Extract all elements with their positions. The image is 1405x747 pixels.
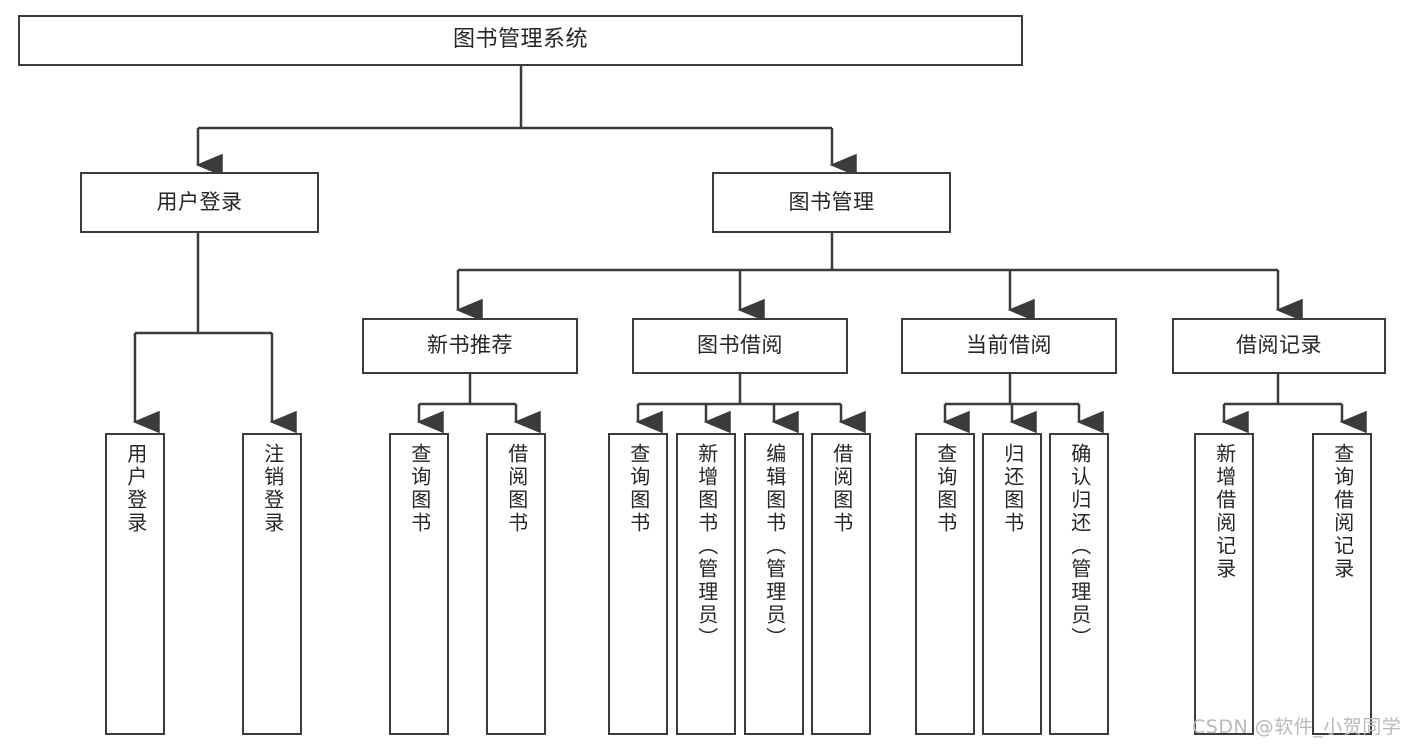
leaf-current-return-book[interactable]: 归还图书 [982, 433, 1042, 735]
node-new-book-recommend[interactable]: 新书推荐 [362, 318, 578, 374]
node-current-borrow[interactable]: 当前借阅 [901, 318, 1117, 374]
node-borrow-record[interactable]: 借阅记录 [1172, 318, 1386, 374]
leaf-label: 编辑图书（管理员） [762, 443, 787, 650]
leaf-user-login-logout[interactable]: 注销登录 [242, 433, 302, 735]
leaf-record-query-record[interactable]: 查询借阅记录 [1312, 433, 1372, 735]
leaf-borrow-edit-book-admin[interactable]: 编辑图书（管理员） [744, 433, 804, 735]
leaf-current-query-book[interactable]: 查询图书 [915, 433, 975, 735]
leaf-label: 查询借阅记录 [1330, 443, 1355, 581]
leaf-borrow-add-book-admin[interactable]: 新增图书（管理员） [676, 433, 736, 735]
leaf-borrow-borrow-book[interactable]: 借阅图书 [811, 433, 871, 735]
leaf-record-add-record[interactable]: 新增借阅记录 [1194, 433, 1254, 735]
leaf-borrow-query-book[interactable]: 查询图书 [608, 433, 668, 735]
leaf-label: 用户登录 [123, 443, 148, 535]
csdn-watermark: CSDN @软件_小贺同学 [1192, 716, 1402, 738]
leaf-label: 新增借阅记录 [1212, 443, 1237, 581]
leaf-current-confirm-return-admin[interactable]: 确认归还（管理员） [1049, 433, 1109, 735]
leaf-label: 注销登录 [260, 443, 285, 535]
leaf-label: 借阅图书 [504, 443, 529, 535]
leaf-recommend-query-book[interactable]: 查询图书 [389, 433, 449, 735]
leaf-label: 查询图书 [407, 443, 432, 535]
node-user-login[interactable]: 用户登录 [80, 172, 319, 233]
node-book-borrow[interactable]: 图书借阅 [632, 318, 848, 374]
leaf-label: 借阅图书 [829, 443, 854, 535]
leaf-user-login-login[interactable]: 用户登录 [105, 433, 165, 735]
node-book-management[interactable]: 图书管理 [712, 172, 951, 233]
leaf-label: 确认归还（管理员） [1067, 443, 1092, 650]
leaf-label: 查询图书 [933, 443, 958, 535]
leaf-label: 查询图书 [626, 443, 651, 535]
node-root-system[interactable]: 图书管理系统 [18, 15, 1023, 66]
leaf-label: 归还图书 [1000, 443, 1025, 535]
leaf-recommend-borrow-book[interactable]: 借阅图书 [486, 433, 546, 735]
leaf-label: 新增图书（管理员） [694, 443, 719, 650]
